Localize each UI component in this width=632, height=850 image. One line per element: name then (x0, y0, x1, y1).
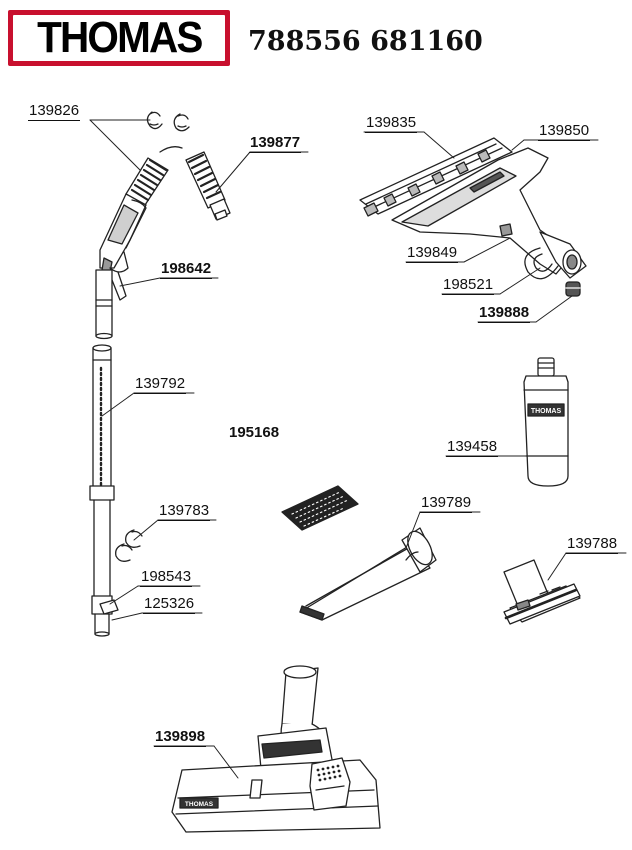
floor-wiper-drawing (359, 137, 587, 297)
brand-name: THOMAS (36, 13, 203, 62)
floor-nozzle-drawing: THOMAS (171, 665, 381, 833)
detergent-bottle-drawing: THOMAS (523, 357, 569, 487)
hose-right (185, 151, 231, 221)
handle-tube (95, 269, 113, 340)
part-number-139877: 139877 (249, 134, 302, 153)
document-number: 788556 681160 (248, 26, 483, 57)
part-number-198543: 198543 (140, 568, 193, 587)
part-number-139835: 139835 (365, 114, 418, 133)
part-number-139788: 139788 (566, 535, 619, 554)
crevice-nozzle-drawing (299, 527, 437, 621)
bottle-logo: THOMAS (531, 408, 562, 415)
filter-mat-drawing (281, 485, 359, 531)
hose-left (125, 146, 183, 206)
part-number-195168: 195168 (229, 424, 280, 441)
part-number-139789: 139789 (420, 494, 473, 513)
part-number-125326: 125326 (143, 595, 196, 614)
part-number-139783: 139783 (158, 502, 211, 521)
tube-clip-pair (115, 529, 143, 562)
part-number-198642: 198642 (160, 260, 213, 279)
telescopic-tube-drawing (89, 344, 119, 637)
part-number-198521: 198521 (442, 276, 495, 295)
part-number-139792: 139792 (134, 375, 187, 394)
handle-body (99, 193, 147, 301)
upholstery-nozzle-drawing (503, 559, 581, 625)
part-number-139850: 139850 (538, 122, 591, 141)
part-number-139849: 139849 (406, 244, 459, 263)
part-number-139898: 139898 (154, 728, 207, 747)
floor-nozzle-logo: THOMAS (185, 801, 214, 808)
part-number-139888: 139888 (478, 304, 531, 323)
part-number-139826: 139826 (28, 102, 81, 121)
hose-handle-drawing (95, 111, 231, 340)
thomas-logo: THOMAS (8, 10, 230, 66)
part-number-139458: 139458 (446, 438, 499, 457)
hose-clip-pair (146, 111, 190, 132)
